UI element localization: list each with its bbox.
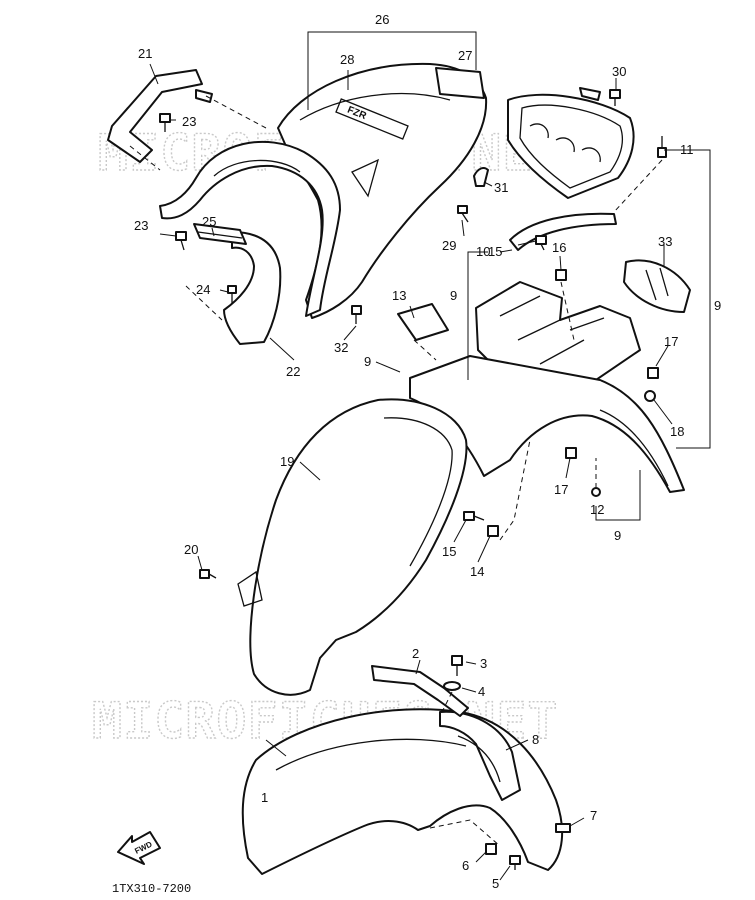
callout-23a: 23 xyxy=(182,114,196,129)
grab-handle-21 xyxy=(107,69,203,163)
callout-14: 14 xyxy=(470,564,484,579)
callout-15b: 15 xyxy=(442,544,456,559)
seat-cowl: FZR xyxy=(277,62,488,319)
callout-11: 11 xyxy=(680,142,694,157)
callout-22: 22 xyxy=(286,364,300,379)
callout-19: 19 xyxy=(280,454,294,469)
callout-28: 28 xyxy=(340,52,354,67)
nut-17b xyxy=(565,447,577,459)
rear-inner-fender-19 xyxy=(249,398,468,696)
callout-5: 5 xyxy=(492,876,499,891)
bolt-15a xyxy=(535,235,547,251)
bolt-24 xyxy=(227,285,237,304)
bolt-20 xyxy=(199,569,217,579)
brace-2 xyxy=(371,665,469,717)
taillight-housing xyxy=(507,93,635,199)
callout-3: 3 xyxy=(480,656,487,671)
side-cover-22 xyxy=(223,231,282,345)
bolt-23a xyxy=(159,113,171,132)
callout-4: 4 xyxy=(478,684,485,699)
callout-12: 12 xyxy=(590,502,604,517)
washer-6 xyxy=(485,843,497,855)
bolt-23b xyxy=(175,231,187,251)
callout-8: 8 xyxy=(532,732,539,747)
callout-23b: 23 xyxy=(134,218,148,233)
nut-16 xyxy=(555,269,567,281)
callout-18: 18 xyxy=(670,424,684,439)
diagram-code: 1TX310-7200 xyxy=(112,882,191,896)
callout-29: 29 xyxy=(442,238,456,253)
callout-17a: 17 xyxy=(664,334,678,349)
damper-25 xyxy=(193,223,247,245)
bolt-5 xyxy=(509,855,521,870)
callout-21: 21 xyxy=(138,46,152,61)
hook-31 xyxy=(473,167,489,187)
callout-7: 7 xyxy=(590,808,597,823)
bolt-15b xyxy=(463,511,485,521)
callout-10: 10 xyxy=(476,244,490,259)
callout-33: 33 xyxy=(658,234,672,249)
callout-9b: 9 xyxy=(364,354,371,369)
sponge-13 xyxy=(397,303,449,341)
callout-24: 24 xyxy=(196,282,210,297)
clip-7 xyxy=(555,823,571,833)
bolt-11 xyxy=(657,136,667,158)
callout-16: 16 xyxy=(552,240,566,255)
callout-32: 32 xyxy=(334,340,348,355)
callout-30: 30 xyxy=(612,64,626,79)
fender-stay-8 xyxy=(439,710,521,801)
callout-6: 6 xyxy=(462,858,469,873)
bolt-3 xyxy=(451,655,463,676)
washer-4 xyxy=(443,681,461,691)
callout-9d: 9 xyxy=(614,528,621,543)
bolt-32 xyxy=(351,305,362,324)
callout-17b: 17 xyxy=(554,482,568,497)
callout-labels: 1 2 3 4 5 6 7 8 9 9 9 9 10 11 12 13 14 1… xyxy=(134,12,721,891)
forward-arrow: FWD xyxy=(117,831,161,865)
callout-2: 2 xyxy=(412,646,419,661)
callout-9c: 9 xyxy=(714,298,721,313)
callout-27: 27 xyxy=(458,48,472,63)
washer-18 xyxy=(644,390,656,402)
seat-cowl-frame xyxy=(159,140,341,317)
callout-13: 13 xyxy=(392,288,406,303)
callout-26: 26 xyxy=(375,12,389,27)
pad-27 xyxy=(435,67,485,99)
callout-31: 31 xyxy=(494,180,508,195)
nut-14 xyxy=(487,525,499,537)
bolt-30 xyxy=(609,89,621,106)
callout-20: 20 xyxy=(184,542,198,557)
plate-light-33 xyxy=(623,259,691,313)
callout-15a: 15 xyxy=(488,244,502,259)
callout-25: 25 xyxy=(202,214,216,229)
washer-12 xyxy=(591,487,601,497)
callout-9a: 9 xyxy=(450,288,457,303)
fasteners xyxy=(159,89,667,870)
nut-17a xyxy=(647,367,659,379)
leader-lines xyxy=(129,31,711,881)
bolt-29 xyxy=(457,205,469,223)
callout-1: 1 xyxy=(261,790,268,805)
